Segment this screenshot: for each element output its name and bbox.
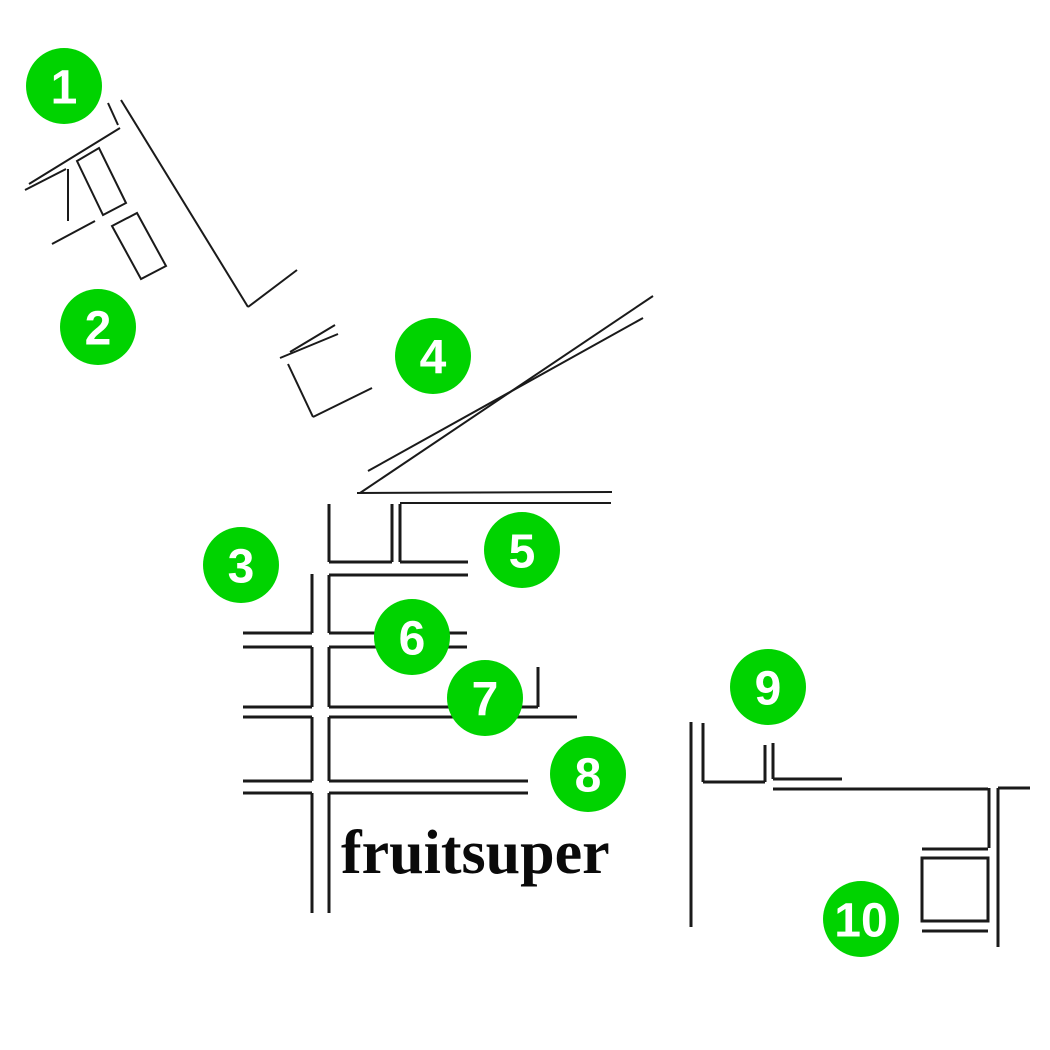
- marker-number-4: 4: [420, 331, 447, 384]
- marker-6: 6: [374, 599, 450, 675]
- building-outline-2: [110, 211, 168, 281]
- building-outline-1: [75, 146, 128, 217]
- marker-circle-10: [823, 881, 899, 957]
- street-line-thin-7: [247, 269, 298, 308]
- building-outline-3: [920, 856, 990, 923]
- marker-circle-4: [395, 318, 471, 394]
- marker-number-8: 8: [575, 749, 602, 802]
- marker-1: 1: [26, 48, 102, 124]
- street-line-thin-5: [51, 220, 96, 245]
- marker-circle-9: [730, 649, 806, 725]
- marker-circle-8: [550, 736, 626, 812]
- marker-circle-1: [26, 48, 102, 124]
- street-line-thin-9: [279, 333, 339, 359]
- street-line-thin-2: [28, 127, 121, 185]
- street-line-thin-13: [367, 317, 644, 472]
- street-line-thin-1: [107, 102, 119, 126]
- marker-number-10: 10: [834, 894, 887, 947]
- marker-8: 8: [550, 736, 626, 812]
- street-line-thin-3: [24, 168, 67, 191]
- street-line-thin-10: [287, 363, 314, 418]
- marker-2: 2: [60, 289, 136, 365]
- marker-9: 9: [730, 649, 806, 725]
- brand-wordmark: fruitsuper: [341, 819, 610, 887]
- marker-5: 5: [484, 512, 560, 588]
- marker-number-3: 3: [228, 540, 255, 593]
- marker-number-1: 1: [51, 61, 78, 114]
- marker-number-9: 9: [755, 662, 782, 715]
- marker-circle-3: [203, 527, 279, 603]
- marker-number-7: 7: [472, 673, 499, 726]
- marker-circle-6: [374, 599, 450, 675]
- marker-7: 7: [447, 660, 523, 736]
- street-line-thin-14: [356, 491, 613, 494]
- marker-number-6: 6: [399, 612, 426, 665]
- marker-10: 10: [823, 881, 899, 957]
- marker-3: 3: [203, 527, 279, 603]
- marker-circle-2: [60, 289, 136, 365]
- street-line-thin-8: [289, 324, 336, 353]
- marker-circle-5: [484, 512, 560, 588]
- marker-4: 4: [395, 318, 471, 394]
- street-line-thin-6: [120, 99, 249, 308]
- street-line-thin-11: [312, 387, 373, 418]
- marker-circle-7: [447, 660, 523, 736]
- marker-number-5: 5: [509, 525, 536, 578]
- marker-number-2: 2: [85, 302, 112, 355]
